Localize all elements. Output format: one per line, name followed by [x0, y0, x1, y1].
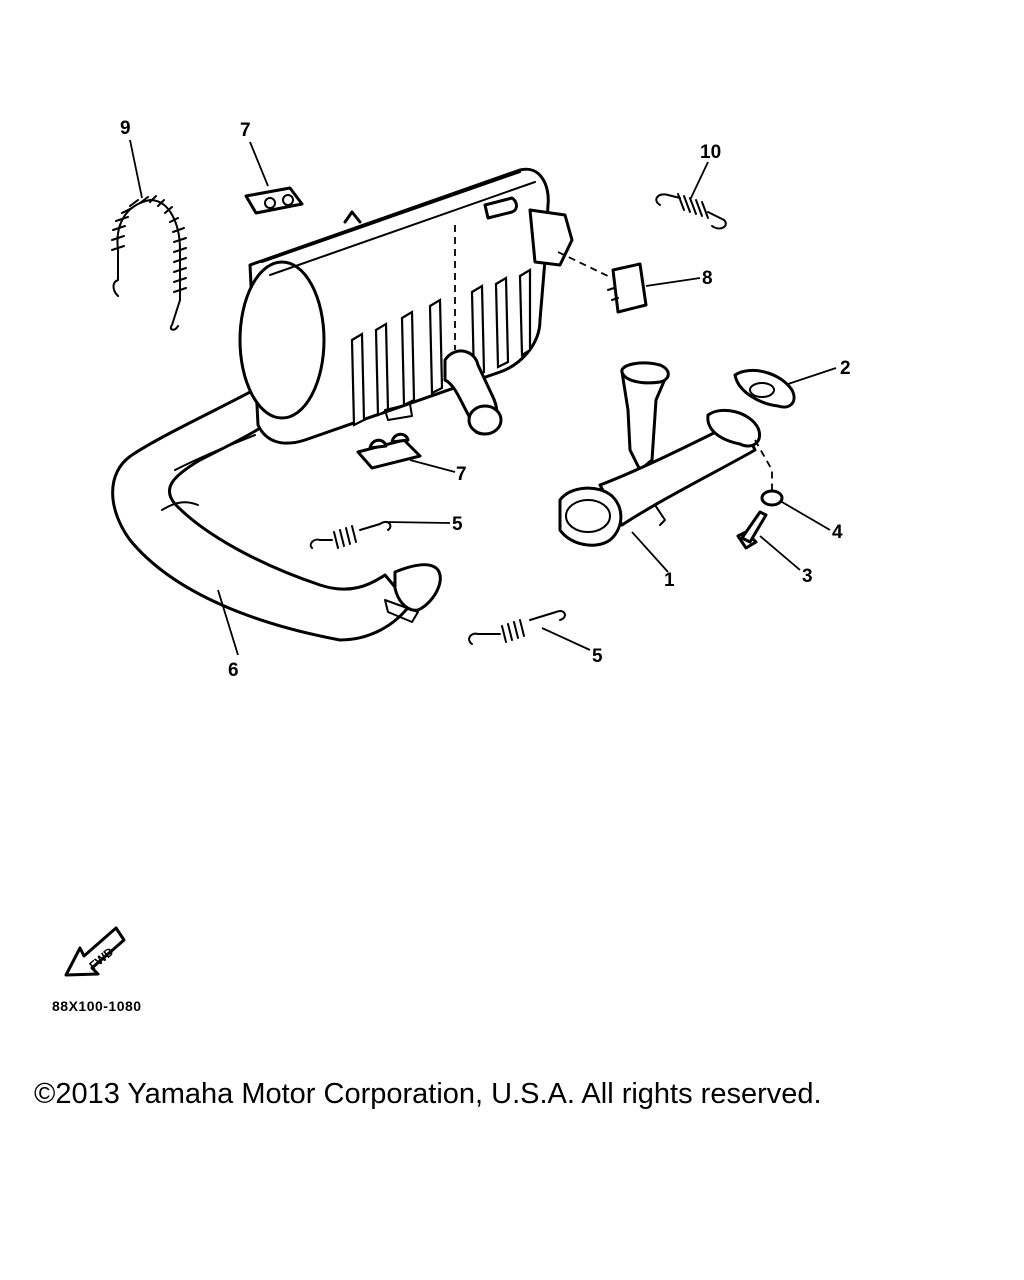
copyright-notice: ©2013 Yamaha Motor Corporation, U.S.A. A…: [34, 1078, 822, 1110]
callout-7-upper: 7: [240, 120, 251, 141]
callout-8: 8: [702, 268, 713, 289]
part-5-lower-spring: [468, 610, 566, 645]
leader-6: [217, 589, 239, 656]
leader-5b: [541, 627, 591, 651]
leader-9: [129, 139, 143, 199]
leader-10: [689, 161, 709, 201]
part-3-bolt: [736, 510, 768, 550]
part-1-y-pipe: [558, 361, 761, 547]
leader-7b: [409, 459, 456, 473]
assembly-line-2: [754, 439, 773, 490]
leader-7a: [249, 141, 269, 187]
fwd-arrow-icon: FWD: [64, 926, 126, 977]
diagram-code: 88X100-1080: [52, 998, 142, 1014]
assembly-line-8: [557, 251, 613, 279]
leader-3: [759, 535, 801, 571]
part-7-lower-damper: [356, 432, 422, 470]
callout-2: 2: [840, 358, 851, 379]
part-9-long-spring: [111, 195, 187, 331]
muffler-body: [238, 167, 574, 445]
part-7-upper-damper: [244, 186, 304, 215]
part-10-small-spring: [655, 193, 727, 230]
leader-4: [781, 501, 831, 531]
callout-4: 4: [832, 522, 843, 543]
part-4-washer: [760, 489, 784, 507]
callout-6: 6: [228, 660, 239, 681]
part-5-upper-spring: [309, 520, 392, 549]
leader-1: [631, 531, 669, 573]
callout-1: 1: [664, 570, 675, 591]
leader-5a: [385, 521, 451, 524]
callout-3: 3: [802, 566, 813, 587]
leader-8: [645, 277, 701, 287]
callout-5-lower: 5: [592, 646, 603, 667]
callout-10: 10: [700, 142, 721, 163]
callout-9: 9: [120, 118, 131, 139]
leader-2: [787, 367, 837, 385]
part-8-bracket: [607, 262, 648, 314]
callout-7-lower: 7: [456, 464, 467, 485]
part-6-exhaust-pipe: [111, 368, 442, 642]
part-2-gasket: [733, 368, 796, 409]
callout-5-upper: 5: [452, 514, 463, 535]
